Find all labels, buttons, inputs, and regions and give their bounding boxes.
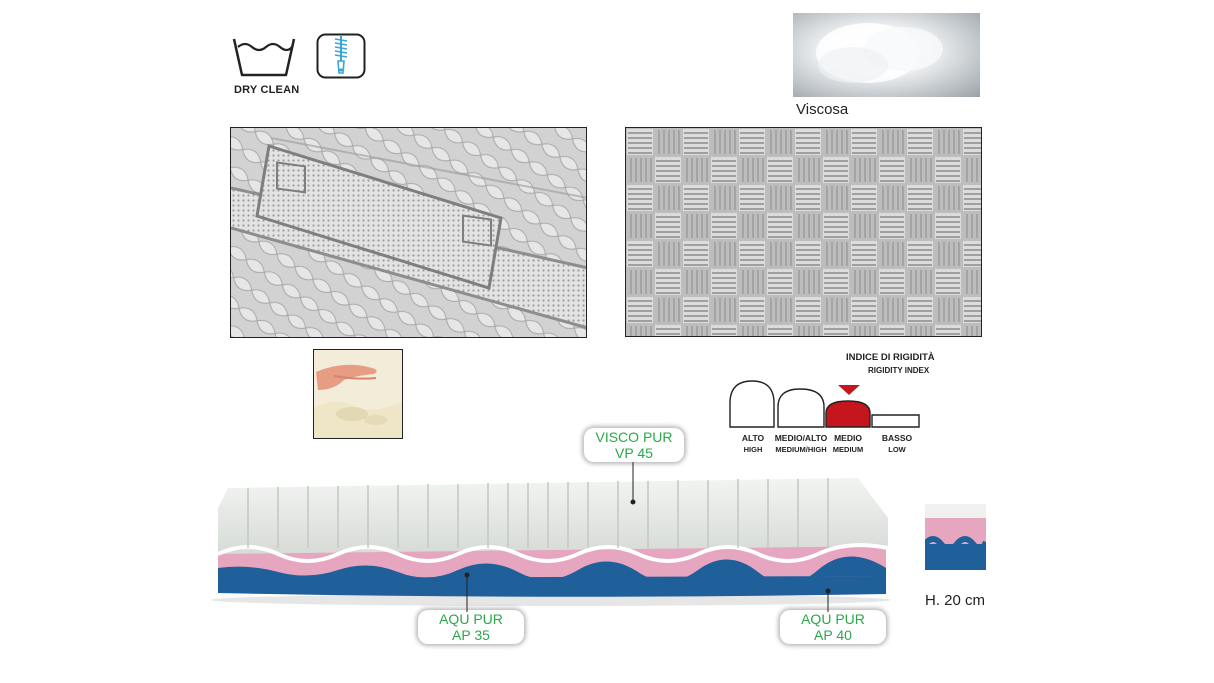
fabric-handle-photo bbox=[230, 127, 587, 338]
memory-foam-hand-photo bbox=[313, 349, 403, 439]
pocket-spring-photo bbox=[625, 127, 982, 337]
viscosa-label: Viscosa bbox=[796, 101, 849, 118]
rigidity-index-title: INDICE DI RIGIDITÀ bbox=[846, 352, 935, 363]
height-label: H. 20 cm bbox=[925, 592, 986, 609]
viscosa-fiber-image bbox=[793, 13, 980, 97]
dry-clean-label: DRY CLEAN bbox=[234, 84, 300, 96]
rigidity-index-subtitle: RIGIDITY INDEX bbox=[868, 366, 930, 375]
mattress-side-section bbox=[922, 504, 989, 570]
callout-aqu-pur-35-pointer bbox=[460, 572, 474, 612]
callout-aqu-pur-40-pointer bbox=[821, 588, 835, 612]
callout-visco-pur-pointer bbox=[626, 462, 640, 506]
mattress-cross-section bbox=[208, 468, 894, 608]
rigidity-index-graphic bbox=[728, 379, 923, 429]
zipper-icon bbox=[316, 33, 366, 79]
wash-tub-icon bbox=[232, 33, 296, 79]
